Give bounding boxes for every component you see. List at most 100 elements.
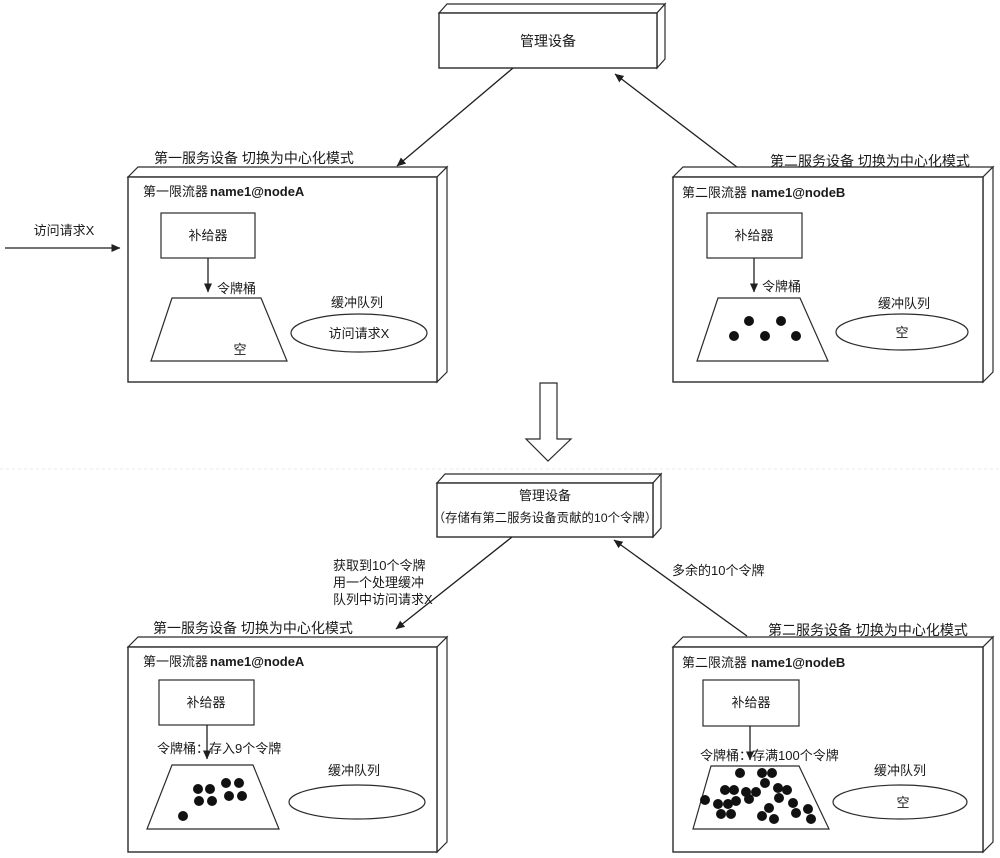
token-dot xyxy=(788,798,798,808)
token-dot xyxy=(224,791,234,801)
token-dot xyxy=(178,811,188,821)
left-note-line3: 队列中访问请求X xyxy=(333,592,433,607)
incoming-request-label: 访问请求X xyxy=(34,223,95,238)
token-bucket xyxy=(146,764,280,830)
token-dot xyxy=(757,811,767,821)
replenisher-label: 补给器 xyxy=(186,695,225,710)
limiter-prefix: 第一限流器 xyxy=(143,184,208,199)
token-dot xyxy=(769,814,779,824)
stage2-left-note: 获取到10个令牌 用一个处理缓冲 队列中访问请求X xyxy=(333,558,433,607)
limiter-node: name1@nodeB xyxy=(751,655,845,670)
token-dot xyxy=(744,316,754,326)
queue-label: 缓冲队列 xyxy=(328,763,380,778)
token-dot xyxy=(773,783,783,793)
token-dot xyxy=(234,778,244,788)
buffer-queue xyxy=(290,313,428,353)
left-note-line1: 获取到10个令牌 xyxy=(333,558,425,573)
replenisher-label: 补给器 xyxy=(188,228,227,243)
limiter-node: name1@nodeA xyxy=(210,184,305,199)
token-dot xyxy=(729,331,739,341)
token-dots xyxy=(729,316,801,341)
token-dots xyxy=(700,768,816,824)
stage2-service2-limiter: 第二限流器 name1@nodeB xyxy=(682,655,845,670)
left-note-line2: 用一个处理缓冲 xyxy=(333,575,424,590)
queue-label: 缓冲队列 xyxy=(331,295,383,310)
token-dot xyxy=(735,768,745,778)
token-dot xyxy=(207,796,217,806)
token-dot xyxy=(757,768,767,778)
token-dot xyxy=(713,799,723,809)
token-dot xyxy=(193,784,203,794)
queue-label: 缓冲队列 xyxy=(878,296,930,311)
stage2-service2-title: 第二服务设备 切换为中心化模式 xyxy=(768,622,968,638)
bucket-label: 令牌桶：存满100个令牌 xyxy=(700,748,839,763)
incoming-request-arrow: 访问请求X xyxy=(5,223,121,252)
buffer-queue xyxy=(835,313,969,351)
token-dot xyxy=(744,794,754,804)
queue-label: 缓冲队列 xyxy=(874,763,926,778)
replenisher-label: 补给器 xyxy=(731,695,770,710)
token-dot xyxy=(791,331,801,341)
token-bucket xyxy=(692,765,830,830)
limiter-prefix: 第一限流器 xyxy=(143,654,208,669)
token-dot xyxy=(751,787,761,797)
token-dot xyxy=(237,791,247,801)
replenisher-box xyxy=(702,679,800,727)
token-dot xyxy=(726,809,736,819)
token-dot xyxy=(776,316,786,326)
token-dot xyxy=(767,768,777,778)
token-dots xyxy=(178,778,247,821)
token-dot xyxy=(723,799,733,809)
token-dot xyxy=(760,778,770,788)
limiter-node: name1@nodeA xyxy=(210,654,305,669)
stage2-arrow-to-service1 xyxy=(395,536,513,630)
buffer-queue xyxy=(832,784,968,820)
token-dot xyxy=(716,809,726,819)
stage-transition-arrow xyxy=(524,382,573,462)
bucket-label: 令牌桶 xyxy=(217,281,256,296)
token-bucket xyxy=(696,297,829,362)
token-dot xyxy=(774,793,784,803)
token-dot xyxy=(760,331,770,341)
stage2-service2-box: 第二服务设备 切换为中心化模式 第二限流器 name1@nodeB 补给器 令牌桶… xyxy=(671,622,995,854)
token-dot xyxy=(806,814,816,824)
stage1-service2-title: 第二服务设备 切换为中心化模式 xyxy=(770,153,970,169)
stage2-manager-label: 管理设备 xyxy=(519,488,571,503)
bucket-label: 令牌桶 xyxy=(762,279,801,294)
stage2-service1-title: 第一服务设备 切换为中心化模式 xyxy=(153,620,353,636)
stage1-manager-box: 管理设备 xyxy=(437,2,667,70)
stage1-manager-label: 管理设备 xyxy=(520,33,576,49)
stage2-manager-box: 管理设备 （存储有第二服务设备贡献的10个令牌） xyxy=(433,472,663,539)
token-dot xyxy=(782,785,792,795)
limiter-node: name1@nodeB xyxy=(751,185,845,200)
stage2-manager-note: （存储有第二服务设备贡献的10个令牌） xyxy=(433,510,657,525)
limiter-prefix: 第二限流器 xyxy=(682,655,747,670)
stage2-right-note: 多余的10个令牌 xyxy=(672,563,764,578)
token-dot xyxy=(729,785,739,795)
stage2-arrow-from-service2 xyxy=(613,539,748,637)
stage1-arrow-from-service2 xyxy=(614,73,751,178)
stage1-arrow-to-service1 xyxy=(396,67,514,167)
token-dot xyxy=(720,785,730,795)
limiter-prefix: 第二限流器 xyxy=(682,185,747,200)
bucket-label: 令牌桶：存入9个令牌 xyxy=(157,741,281,756)
token-dot xyxy=(764,803,774,813)
queue-content: 空 xyxy=(895,325,908,340)
token-dot xyxy=(791,808,801,818)
bucket-state: 空 xyxy=(233,342,246,357)
replenisher-label: 补给器 xyxy=(734,228,773,243)
token-dot xyxy=(221,778,231,788)
token-dot xyxy=(803,804,813,814)
token-dot xyxy=(700,795,710,805)
queue-content: 空 xyxy=(896,795,909,810)
buffer-queue xyxy=(288,784,426,820)
token-dot xyxy=(731,796,741,806)
stage1-service2-box: 第二服务设备 切换为中心化模式 第二限流器 name1@nodeB 补给器 令牌桶… xyxy=(671,153,995,384)
queue-content: 访问请求X xyxy=(329,326,390,341)
